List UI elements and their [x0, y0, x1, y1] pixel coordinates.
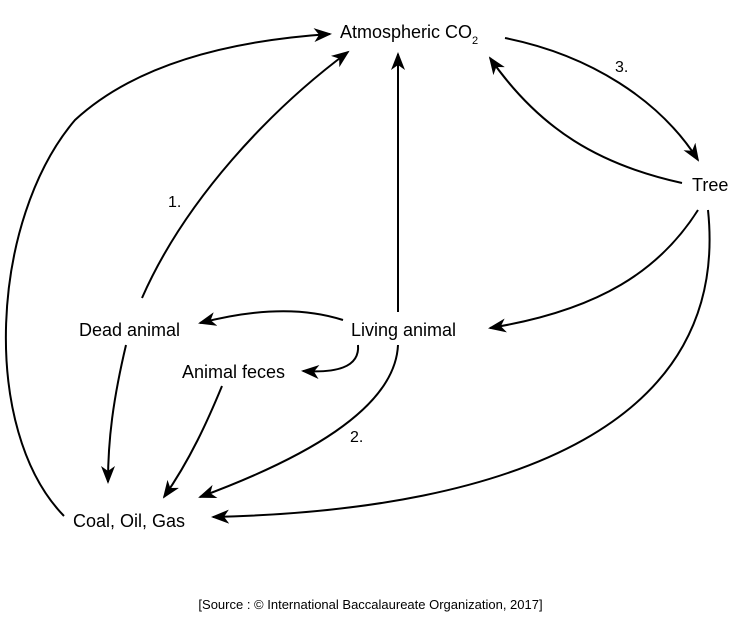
- edge-label-2: 2.: [350, 429, 363, 446]
- edge-label-3: 3.: [615, 59, 628, 76]
- arrow-living-animal-to-animal-feces: [301, 344, 360, 379]
- node-fossil-fuels: Coal, Oil, Gas: [73, 511, 185, 531]
- node-tree: Tree: [692, 175, 728, 195]
- arrow-dead-animal-to-fossil-fuels: [101, 344, 127, 484]
- source-citation: [Source : © International Baccalaureate …: [198, 597, 543, 612]
- arrow-animal-feces-to-fossil-fuels: [162, 385, 223, 499]
- arrow-tree-to-fossil-fuels: [211, 209, 711, 524]
- node-dead-animal: Dead animal: [79, 320, 180, 340]
- arrow-tree-to-co2: [488, 56, 683, 184]
- node-atmospheric-co2-subscript: 2: [472, 35, 478, 47]
- edge-label-1: 1.: [168, 194, 181, 211]
- node-atmospheric-co2: Atmospheric CO2: [340, 22, 478, 47]
- arrow-fossil-fuels-to-co2: [4, 28, 332, 517]
- node-atmospheric-co2-label: Atmospheric CO: [340, 22, 472, 42]
- node-living-animal: Living animal: [351, 320, 456, 340]
- arrow-living-animal-to-dead-animal: [198, 310, 344, 326]
- arrow-co2-to-tree: [504, 37, 700, 162]
- arrow-dead-animal-to-co2: [141, 50, 350, 299]
- arrow-tree-to-living-animal: [488, 209, 699, 333]
- arrow-living-animal-to-fossil-fuels: [198, 344, 399, 499]
- node-animal-feces: Animal feces: [182, 362, 285, 382]
